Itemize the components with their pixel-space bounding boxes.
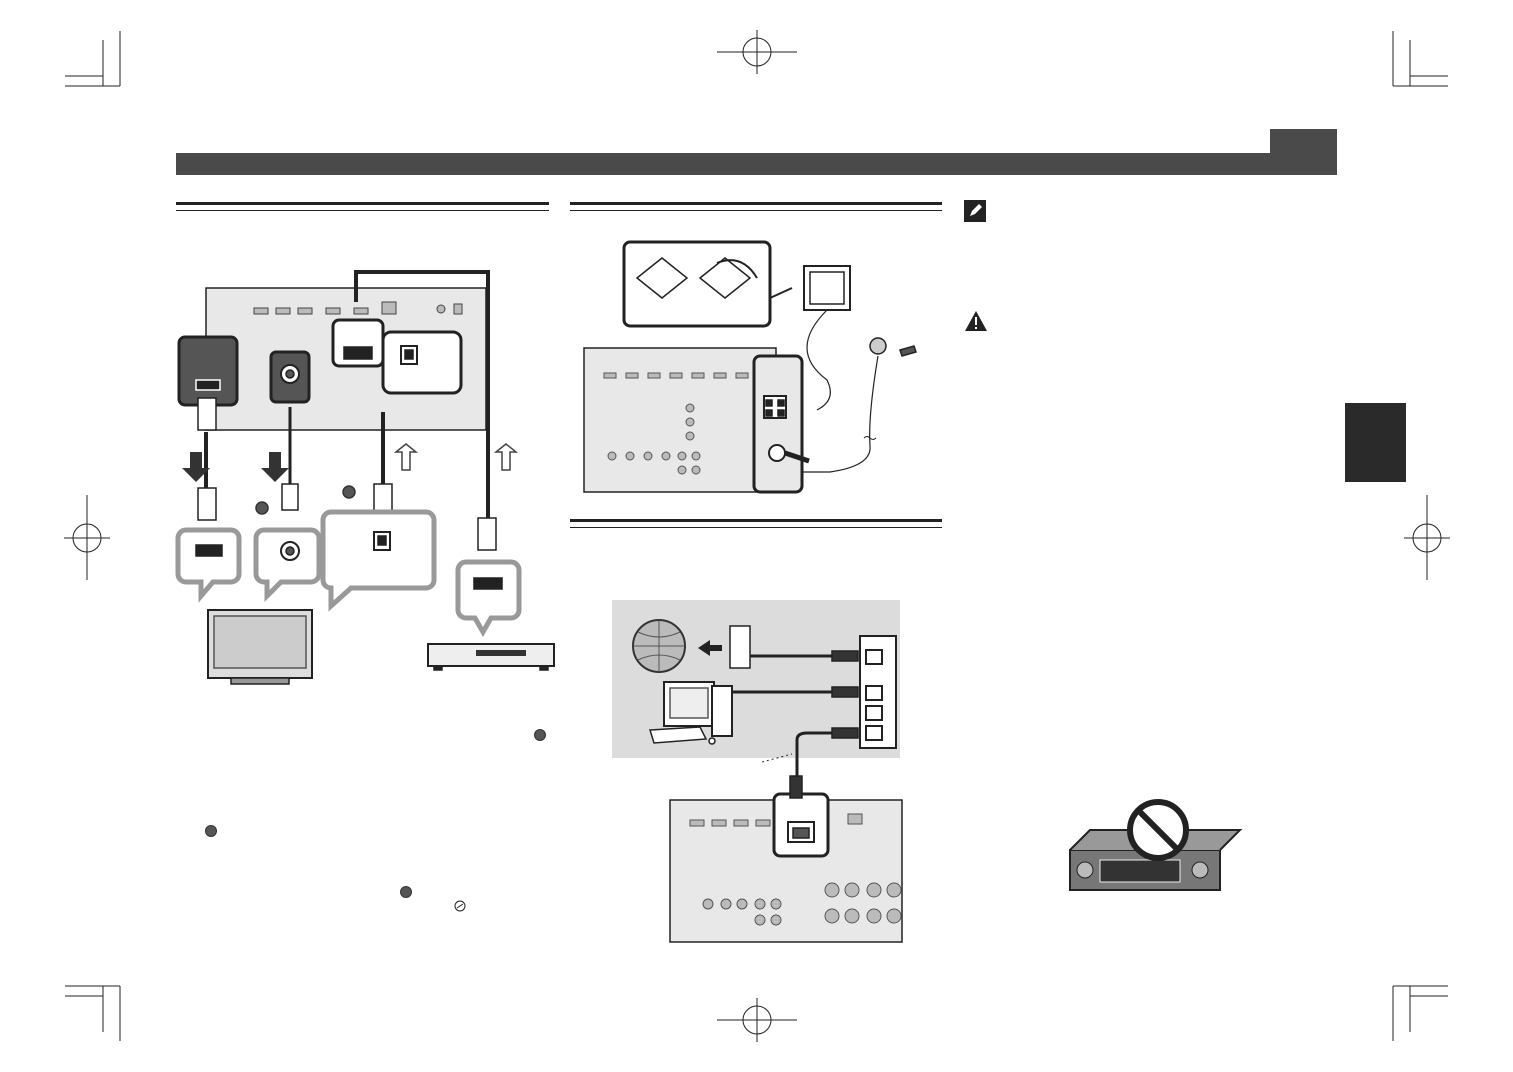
tv-coaxial-callout: [253, 527, 322, 603]
small-symbol-icon: [454, 900, 466, 912]
page-number-tab: [1270, 129, 1337, 153]
warning-icon: [965, 311, 987, 331]
no-stacking-icon: [1069, 799, 1243, 891]
step-bullet: [400, 886, 412, 898]
section-rule-tv: [176, 202, 549, 211]
optical-callout: [381, 330, 463, 395]
tv-connection-diagram: [175, 270, 555, 685]
step-bullet: [205, 825, 217, 837]
pencil-note-icon: [964, 200, 986, 222]
player-hdmi-callout: [455, 559, 522, 638]
router-icon: [729, 625, 751, 669]
tv-hdmi-callout: [175, 527, 242, 603]
hdmi-out-callout: [177, 335, 239, 407]
antenna-terminal-callout: [752, 354, 804, 494]
section-rule-antenna: [570, 202, 942, 211]
chapter-side-tab: [1345, 403, 1406, 482]
section-rule-network: [570, 519, 942, 528]
step-bullet: [534, 729, 546, 741]
tv-optical-callout: [320, 509, 437, 612]
network-connection-diagram: [612, 600, 903, 943]
antenna-connection-diagram: [583, 240, 917, 494]
header-band: [176, 153, 1337, 175]
